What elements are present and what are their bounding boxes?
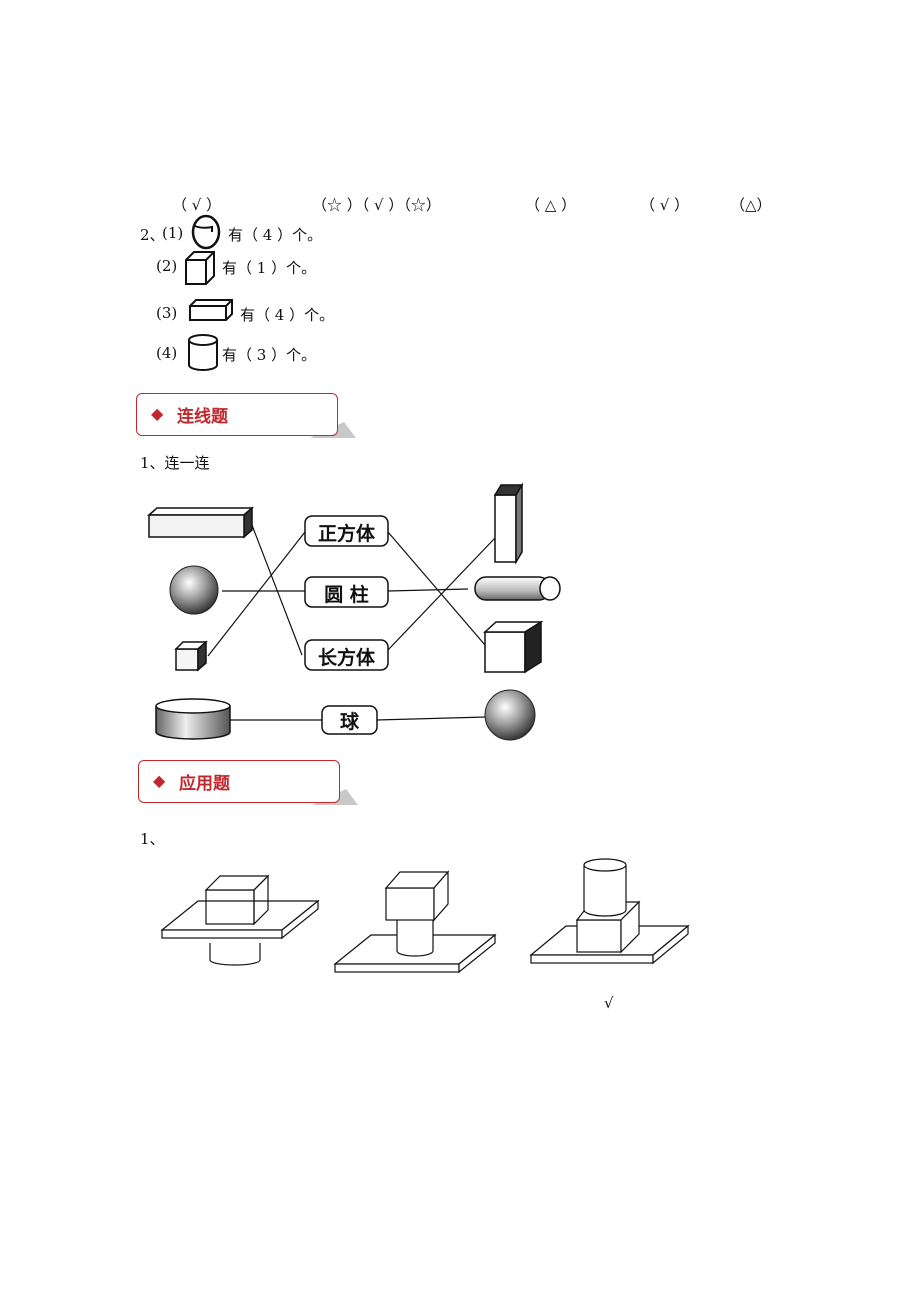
- question-label: 1、: [140, 830, 165, 848]
- q2-number: 2、: [140, 226, 165, 244]
- section-title: 应用题: [179, 774, 230, 794]
- question-label: 1、连一连: [140, 454, 210, 472]
- label-sphere: 球: [339, 711, 359, 733]
- figure-1: [160, 874, 320, 966]
- figure-2: [333, 870, 497, 974]
- cuboid-shape: [147, 506, 254, 539]
- right-sphere-shape: [484, 689, 536, 741]
- section-header-application: ◆ 应用题: [138, 760, 340, 803]
- diamond-icon: ◆: [151, 404, 164, 423]
- answer-3: （ △ ）: [525, 196, 577, 214]
- cylinder-icon: [188, 334, 218, 371]
- q2-item-2-text: 有（ 1 ）个。: [222, 259, 317, 277]
- cuboid-icon: [189, 299, 233, 321]
- q2-item-1-num: (1): [162, 224, 184, 242]
- q2-item-1-text: 有（ 4 ）个。: [228, 226, 323, 244]
- answer-1: （ √ ）: [172, 196, 222, 214]
- cylinder-shape: [155, 698, 231, 740]
- figure-3: [529, 858, 690, 965]
- cube-icon: [185, 251, 215, 285]
- large-cube-shape: [483, 620, 544, 674]
- label-cuboid: 长方体: [317, 647, 375, 669]
- section-title: 连线题: [177, 407, 228, 427]
- q2-item-2-num: (2): [156, 257, 178, 275]
- label-cylinder: 圆 柱: [324, 584, 369, 606]
- matching-diagram: [147, 482, 561, 741]
- sphere-shape: [169, 565, 219, 615]
- tube-shape: [474, 576, 561, 601]
- upright-cuboid-shape: [493, 482, 524, 565]
- q2-item-4-num: (4): [156, 344, 178, 362]
- check-mark: √: [604, 994, 614, 1012]
- answer-2: （☆ ）（ √ ）（☆）: [312, 196, 441, 214]
- q2-item-3-num: (3): [156, 304, 178, 322]
- q2-item-4-text: 有（ 3 ）个。: [222, 346, 317, 364]
- answer-4: （ √ ）: [640, 196, 690, 214]
- q2-item-3-text: 有（ 4 ）个。: [240, 306, 335, 324]
- label-cube: 正方体: [317, 523, 375, 545]
- cube-shape: [174, 640, 208, 672]
- answer-5: （△）: [730, 196, 772, 214]
- sphere-icon: [191, 214, 221, 250]
- section-header-matching: ◆ 连线题: [136, 393, 338, 436]
- diamond-icon: ◆: [153, 771, 166, 790]
